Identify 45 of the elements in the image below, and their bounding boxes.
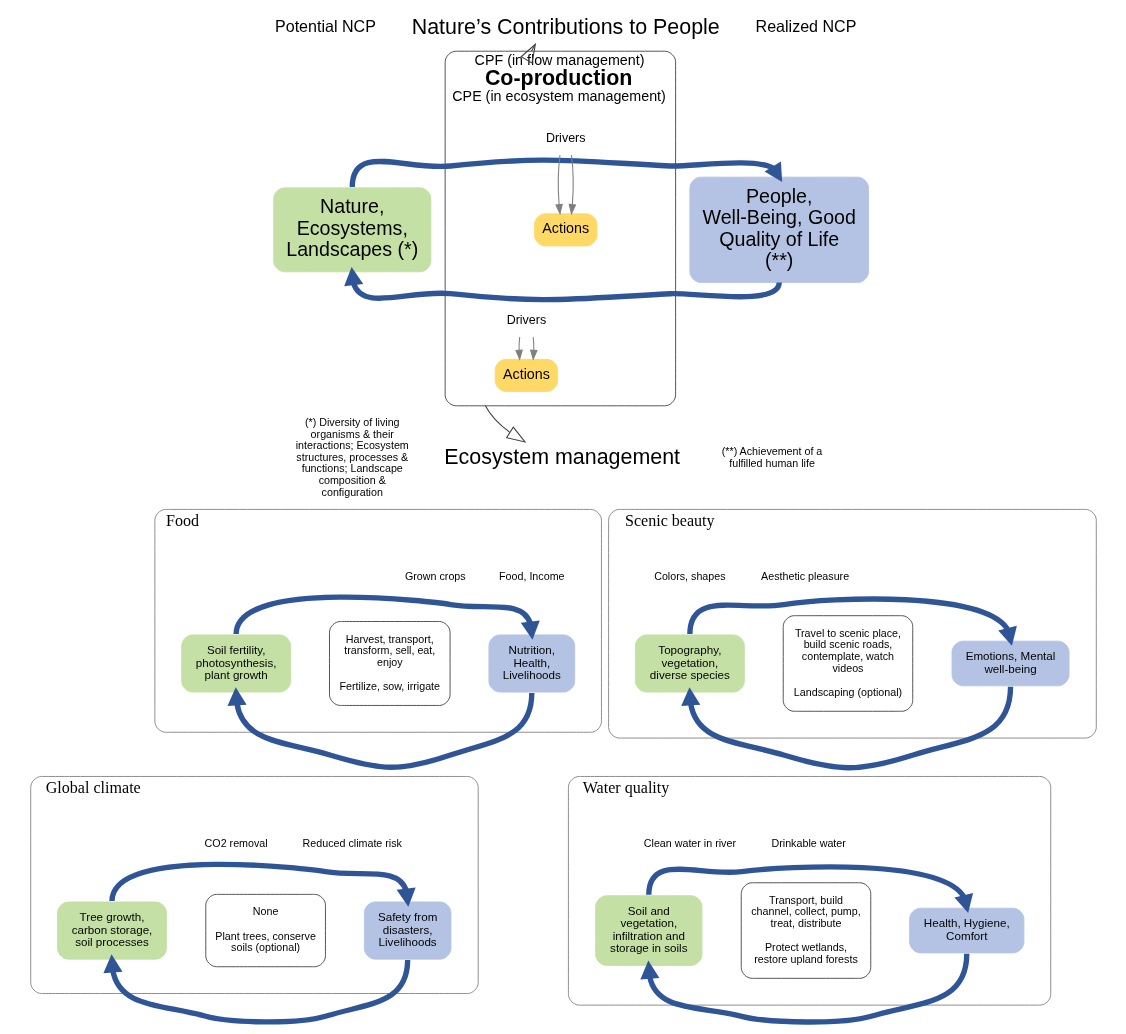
node-box: Harvest, transport, transform, sell, eat, enjoy Fertilize, sow, irrigate	[328, 621, 450, 706]
arrow	[484, 405, 526, 443]
arrow	[108, 861, 416, 907]
node-text: Drivers	[545, 131, 586, 146]
node-box: None Plant trees, conserve soils (optional)	[204, 893, 326, 968]
arrow	[519, 42, 536, 64]
node-box: Emotions, Mental well-being	[951, 640, 1069, 687]
node-text: Nature’s Contributions to People	[411, 14, 720, 39]
node-box: Soil fertility, photosynthesis, plant growth	[180, 634, 291, 693]
node-text: Ecosystem management	[443, 444, 680, 469]
arrow	[226, 687, 534, 770]
label: Colors, shapes	[653, 570, 726, 583]
label: Drinkable water	[771, 837, 846, 850]
node-box: Actions	[533, 213, 597, 247]
label: Food, Income	[498, 570, 565, 583]
node-box: Transport, build channel, collect, pump, treat, distribute Protect wetlands, restore upland forests	[740, 882, 871, 979]
arrow	[102, 954, 410, 1025]
label: (*) Diversity of living organisms & their interactions; Ecosystem structures, processes & functions; Landscape composition & configuration	[295, 415, 409, 498]
label: CO2 removal	[204, 837, 268, 850]
node-box: Topography, vegetation, diverse species	[634, 634, 745, 693]
arrow	[233, 594, 540, 640]
node-box: Soil and vegetation, infiltration and storage in soils	[594, 895, 702, 966]
arrow	[514, 336, 523, 361]
label: (**) Achievement of a fulfilled human life	[721, 445, 822, 469]
arrow	[639, 953, 969, 1025]
node-box: Tree growth, carbon storage, soil processes	[56, 901, 167, 960]
label: Grown crops	[404, 570, 466, 583]
label: Reduced climate risk	[302, 837, 402, 850]
label: Clean water in river	[643, 837, 736, 850]
node-box: Nature, Ecosystems, Landscapes (*)	[272, 187, 431, 273]
label: Potential NCP	[274, 16, 376, 35]
node-text: Drivers	[506, 313, 546, 328]
arrow	[529, 336, 538, 361]
node-box: Safety from disasters, Livelihoods	[363, 901, 451, 960]
arrow	[343, 267, 782, 303]
arrow	[568, 154, 576, 216]
node-box: Travel to scenic place, build scenic roads, contemplate, watch videos Landscaping (optional)	[782, 615, 913, 712]
arrow	[554, 154, 563, 216]
label: Realized NCP	[755, 16, 856, 35]
node-box: Nutrition, Health, Livelihoods	[487, 634, 575, 693]
arrow	[680, 686, 1013, 771]
label: Aesthetic pleasure	[760, 570, 849, 583]
node-box: Health, Hygiene, Comfort	[908, 907, 1024, 954]
node-box: Actions	[494, 358, 558, 392]
node-box: People, Well-Being, Good Quality of Life (**)	[688, 176, 869, 283]
